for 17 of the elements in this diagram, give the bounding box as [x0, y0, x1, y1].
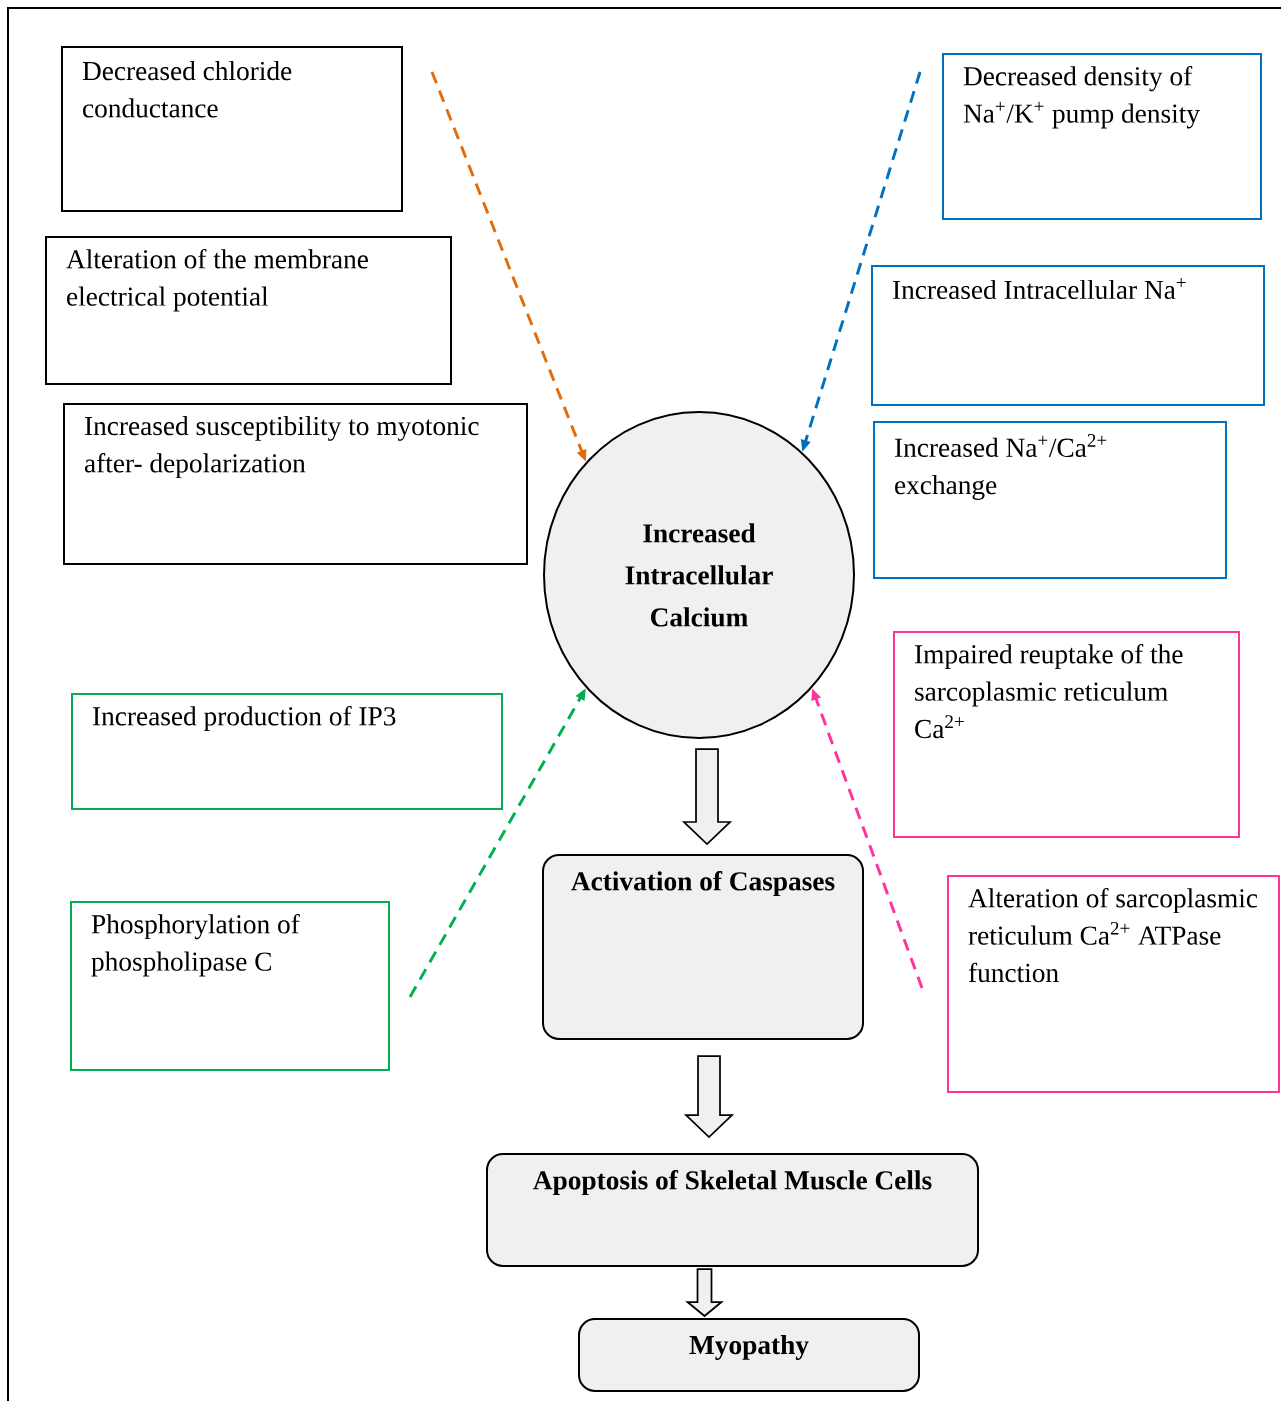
text-box: Decreased density of Na$^{+}$/K$^{+}$ pump density	[942, 53, 1262, 220]
rounded-box: Myopathy	[578, 1318, 920, 1392]
rounded-box: Activation of Caspases	[542, 854, 864, 1040]
text-box: Increased production of IP3	[71, 693, 503, 810]
circle-node: Increased Intracellular Calcium	[543, 411, 855, 739]
text-box: Alteration of the membrane electrical potential	[45, 236, 452, 385]
block-arrow	[685, 1268, 724, 1318]
text-box: Impaired reuptake of the sarcoplasmic reticulum Ca$^{2+}$	[893, 631, 1240, 838]
block-arrow	[681, 748, 733, 846]
text-box: Decreased chloride conductance	[61, 46, 403, 212]
text-box: Increased Na$^{+}$/Ca$^{2+}$ exchange	[873, 421, 1227, 579]
text-box: Increased Intracellular Na$^{+}$	[871, 265, 1265, 406]
text-box: Alteration of sarcoplasmic reticulum Ca$^{2+}$ ATPase function	[947, 875, 1280, 1093]
rounded-box: Apoptosis of Skeletal Muscle Cells	[486, 1153, 979, 1267]
text-box: Increased susceptibility to myotonic after- depolarization	[63, 403, 528, 565]
text-box: Phosphorylation of phospholipase C	[70, 901, 390, 1071]
block-arrow	[683, 1055, 735, 1139]
